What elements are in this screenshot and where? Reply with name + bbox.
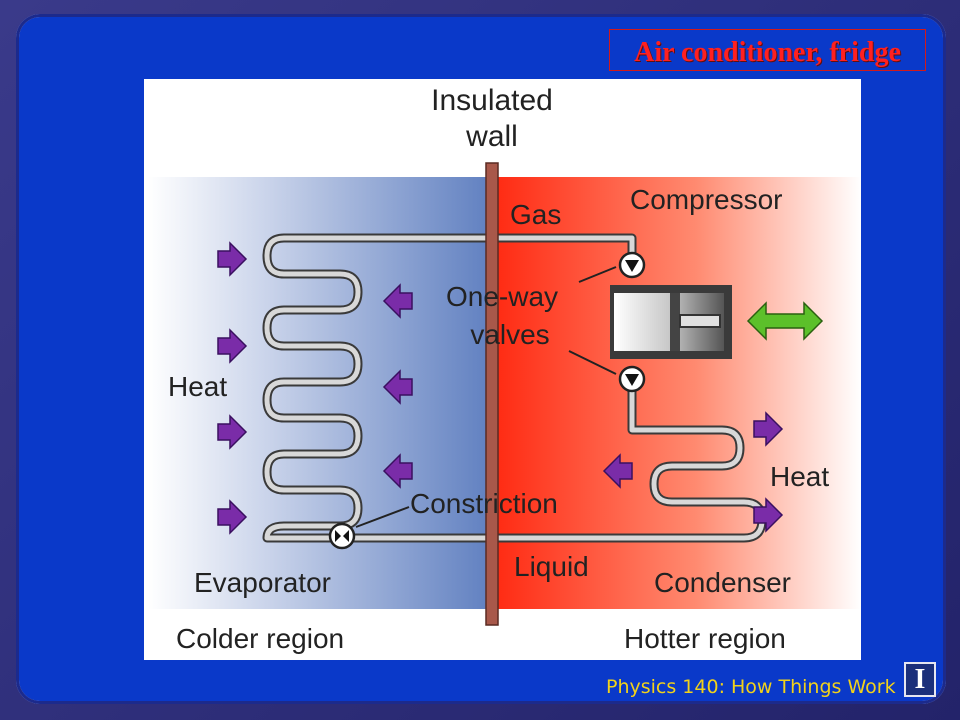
course-footer: Physics 140: How Things Work bbox=[606, 676, 896, 698]
insulated-wall-label-line2: wall bbox=[465, 120, 518, 153]
one-way-valve-top bbox=[618, 251, 646, 279]
evaporator-label: Evaporator bbox=[194, 567, 331, 598]
one-way-valves-label-line2: valves bbox=[470, 319, 549, 350]
heat-label-right: Heat bbox=[770, 461, 829, 492]
gas-label: Gas bbox=[510, 199, 561, 230]
heat-arrow bbox=[217, 241, 248, 277]
constriction-valve bbox=[328, 522, 356, 550]
condenser-label: Condenser bbox=[654, 567, 791, 598]
slide-title: Air conditioner, fridge bbox=[609, 29, 926, 71]
one-way-valves-label-line1: One-way bbox=[446, 281, 558, 312]
hotter-region-label: Hotter region bbox=[624, 623, 786, 654]
compressor bbox=[610, 285, 732, 359]
heat-arrows-left bbox=[217, 241, 413, 535]
label-pointers bbox=[355, 266, 617, 528]
heat-arrow bbox=[382, 453, 413, 489]
piston-motion-arrow bbox=[746, 301, 824, 341]
heat-arrow bbox=[217, 499, 248, 535]
heat-arrow bbox=[217, 414, 248, 450]
heat-arrow bbox=[382, 283, 413, 319]
compressor-label: Compressor bbox=[630, 184, 782, 215]
heat-label-left: Heat bbox=[168, 371, 227, 402]
one-way-valve-bottom bbox=[618, 365, 646, 393]
liquid-label: Liquid bbox=[514, 551, 589, 582]
heat-arrow bbox=[753, 497, 784, 533]
colder-region-label: Colder region bbox=[176, 623, 344, 654]
refrigeration-diagram: Insulated wall Gas Compressor One-way va… bbox=[144, 79, 861, 660]
heat-arrow bbox=[753, 411, 784, 447]
refrigerant-pipe bbox=[262, 233, 767, 543]
university-logo: I bbox=[904, 662, 936, 697]
heat-arrow bbox=[382, 369, 413, 405]
insulated-wall bbox=[485, 162, 499, 626]
insulated-wall-label-line1: Insulated bbox=[431, 84, 553, 117]
heat-arrow bbox=[602, 453, 633, 489]
constriction-label: Constriction bbox=[410, 488, 558, 519]
heat-arrows-right bbox=[602, 411, 784, 533]
heat-arrow bbox=[217, 328, 248, 364]
